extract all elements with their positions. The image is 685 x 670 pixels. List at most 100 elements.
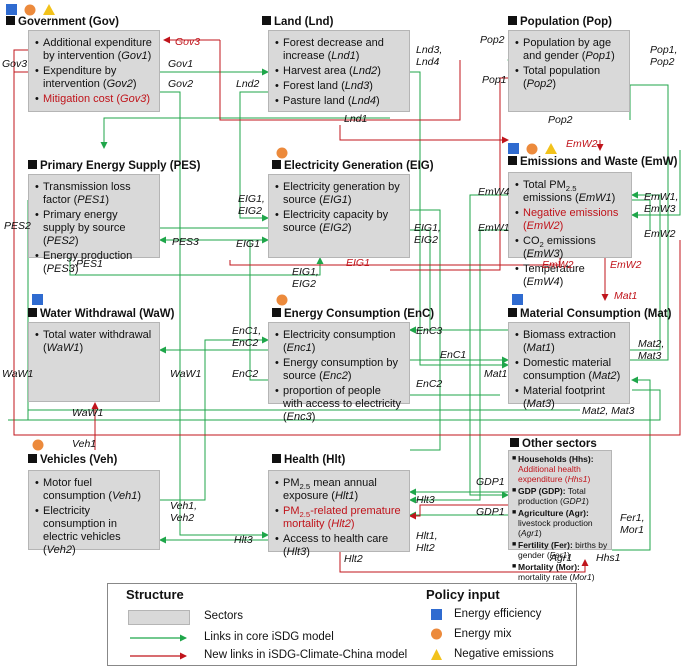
emw-item-text: Total PM [523, 179, 566, 191]
label-enc2-l: EnC2 [232, 368, 259, 380]
lnd-item: Pasture land (Lnd4) [275, 95, 402, 108]
os-item: Mortality (Mor): mortality rate (Mor1) [512, 562, 608, 582]
veh-item-text: Motor fuel consumption ( [43, 477, 113, 502]
veh-item-text: ) [71, 544, 76, 556]
lnd-item-text: Lnd3 [344, 80, 370, 92]
legend-arrows [130, 634, 187, 660]
label-veh1: Veh1 [72, 438, 97, 450]
mat-item-text: Mat2 [592, 370, 617, 382]
mat-item-text: Mat1 [526, 342, 552, 354]
legend-mix: Energy mix [454, 628, 512, 640]
label-enc1: EnC1 [440, 349, 467, 361]
link-gov2 [160, 91, 269, 539]
lnd-item-text: Lnd2 [352, 65, 378, 77]
mat-item-text: Biomass extraction ( [523, 329, 616, 354]
label-pes1: PES1 [76, 258, 103, 270]
waw-item-text: ) [79, 342, 84, 354]
mat-item-text: Material footprint ( [523, 385, 605, 410]
gov-icons [6, 3, 62, 21]
label-agr1: Agr1 [550, 552, 573, 564]
waw-icons [32, 293, 44, 311]
label-lnd1: Lnd1 [344, 113, 368, 125]
veh-icons [32, 438, 46, 456]
emw-icons [508, 142, 564, 160]
veh-item-text: Veh1 [112, 490, 138, 502]
label-emw2-top: EmW2 [566, 138, 598, 150]
gov-item: Expenditure by intervention (Gov2) [35, 65, 152, 91]
link-emw2-b [229, 258, 561, 266]
label-enc3: EnC3 [416, 325, 443, 337]
label-eig1-b: EIG1 [346, 257, 370, 269]
link-pop12 [628, 84, 669, 361]
emw-item: Negative emissions (EmW2) [515, 207, 624, 233]
emw-item: Temperature (EmW4) [515, 263, 624, 289]
eig-item-text: Electricity capacity by source ( [283, 209, 389, 234]
eig-title: Electricity Generation (EIG) [272, 160, 434, 172]
label-fer-b: Mor1 [620, 524, 644, 536]
legend: Structure Sectors Links in core iSDG mod… [107, 583, 577, 666]
lnd-title: Land (Lnd) [262, 16, 333, 28]
eig-item-text: EIG2 [322, 222, 348, 234]
link-emw3 [631, 150, 681, 219]
gov-item-text: ) [147, 50, 152, 62]
pes-item-text: ) [74, 263, 79, 275]
os-item-text: Fertility (Fer): [518, 540, 573, 550]
eig-sector-box: Electricity generation by source (EIG1)E… [268, 174, 410, 258]
enc-item: Energy consumption by source (Enc2) [275, 357, 402, 383]
energy-efficiency-icon [431, 609, 442, 620]
lnd-item: Harvest area (Lnd2) [275, 65, 402, 78]
label-hlt12-b: Hlt2 [416, 542, 435, 554]
pop-item: Total population (Pop2) [515, 65, 622, 91]
energy-efficiency-icon [512, 294, 523, 305]
mat-item: Domestic material consumption (Mat2) [515, 357, 622, 383]
os-item-text: mortality rate ( [518, 572, 573, 582]
legend-policy-title: Policy input [426, 587, 500, 602]
legend-core: Links in core iSDG model [204, 631, 334, 643]
emw-item-text: emissions ( [523, 235, 596, 260]
hlt-item: Access to health care (Hlt3) [275, 533, 402, 559]
waw-sector-box: Total water withdrawal (WaW1) [28, 322, 160, 402]
hlt-item-text: mean annual exposure ( [283, 477, 377, 502]
mat-item-text: Mat3 [526, 398, 552, 410]
label-hlt3-r: Hlt3 [416, 494, 435, 506]
label-emw13-b: EmW3 [644, 203, 676, 215]
waw-item: Total water withdrawal (WaW1) [35, 329, 152, 355]
os-title: Other sectors [510, 438, 597, 450]
os-item-text: Hhs1 [567, 474, 588, 484]
label-pop2-bot: Pop2 [548, 114, 573, 126]
hlt-item-text: Access to health care ( [283, 533, 389, 558]
waw-item-text: WaW1 [46, 342, 80, 354]
label-emw1-l: EmW1 [478, 222, 510, 234]
gov-item-text: Expenditure by intervention ( [43, 65, 117, 90]
enc-item-text: Enc1 [286, 342, 312, 354]
link-lnd2 [239, 91, 269, 222]
pop-item-text: Pop1 [585, 50, 612, 62]
label-veh12-b: Veh2 [170, 512, 195, 524]
label-mat23-b: Mat3 [638, 350, 662, 362]
label-emw13-a: EmW1, [644, 191, 679, 203]
energy-efficiency-icon [6, 4, 17, 15]
os-item-text: GDP1 [562, 496, 587, 506]
gov-item-text: ) [146, 93, 150, 105]
os-item-text: ) [591, 572, 595, 582]
lnd-item-text: ) [375, 95, 380, 107]
legend-sectors: Sectors [204, 610, 243, 622]
link-emw2-gov [13, 72, 681, 436]
link-emw1 [409, 229, 508, 504]
label-pop12-a: Pop1, [650, 44, 678, 56]
hlt-item: PM2.5-related premature mortality (Hlt2) [275, 505, 402, 531]
label-emw2-b1: EmW2 [542, 259, 574, 271]
label-enc12-a: EnC1, [232, 325, 262, 337]
hlt-item-text: 2.5 [299, 510, 311, 520]
legend-policy-icons [431, 609, 442, 660]
veh-sector-box: Motor fuel consumption (Veh1)Electricity… [28, 470, 160, 556]
energy-efficiency-icon [508, 143, 519, 154]
label-waw1-b: WaW1 [72, 407, 104, 419]
lnd-item-text: Pasture land ( [283, 95, 352, 107]
label-gov3-out: Gov3 [2, 58, 28, 70]
energy-mix-icon [24, 4, 36, 16]
label-enc2-r: EnC2 [416, 378, 443, 390]
os-item-text: Fer1 [549, 550, 568, 560]
enc-item-text: proportion of people with access to elec… [283, 385, 401, 423]
mat-item-text: Domestic material consumption ( [523, 357, 612, 382]
